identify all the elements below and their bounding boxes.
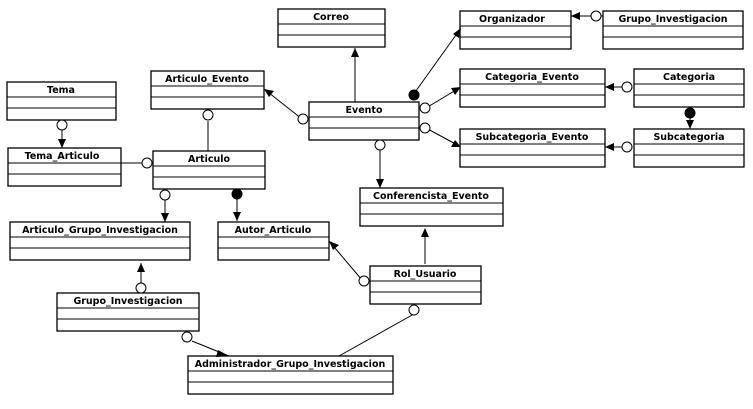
hollow-circle-icon — [181, 331, 193, 343]
entity-label: Tema_Articulo — [25, 151, 100, 162]
entity-correo[interactable]: Correo — [277, 8, 386, 48]
entity-articulo-evento[interactable]: Articulo_Evento — [150, 70, 265, 110]
entity-organizador[interactable]: Organizador — [459, 10, 572, 50]
entity-label: Grupo_Investigacion — [73, 296, 182, 307]
hollow-circle-icon — [408, 304, 420, 316]
entity-label: Organizador — [479, 14, 545, 25]
arrowhead-icon — [376, 179, 384, 188]
arrowhead-icon — [264, 89, 274, 97]
arrowhead-icon — [453, 28, 461, 38]
arrowhead-icon — [216, 350, 229, 357]
entity-label: Autor_Articulo — [235, 225, 312, 236]
entity-subcategoria-evento[interactable]: Subcategoria_Evento — [459, 128, 606, 168]
entity-label: Categoria — [663, 72, 715, 83]
entity-label: Tema — [47, 85, 75, 96]
entity-label: Administrador_Grupo_Investigacion — [195, 359, 386, 370]
arrowhead-icon — [605, 143, 614, 151]
arrowhead-icon — [351, 48, 359, 57]
hollow-circle-icon — [590, 10, 602, 22]
entity-label: Conferencista_Evento — [373, 191, 489, 202]
filled-circle-icon — [684, 107, 696, 119]
entity-administrador-grupo-investigacion[interactable]: Administrador_Grupo_Investigacion — [187, 355, 394, 395]
filled-circle-icon — [231, 188, 243, 200]
entity-label: Categoria_Evento — [485, 72, 579, 83]
entity-label: Grupo_Investigacion — [618, 14, 727, 25]
hollow-circle-icon — [621, 81, 633, 93]
arrowhead-icon — [329, 241, 339, 250]
hollow-circle-icon — [141, 157, 153, 169]
entity-conferencista-evento[interactable]: Conferencista_Evento — [359, 187, 504, 227]
entity-grupo-investigacion-top[interactable]: Grupo_Investigacion — [602, 10, 744, 50]
entity-grupo-investigacion-bottom[interactable]: Grupo_Investigacion — [56, 292, 200, 332]
entity-tema[interactable]: Tema — [6, 81, 117, 121]
hollow-circle-icon — [159, 189, 171, 201]
hollow-circle-icon — [419, 102, 431, 114]
entity-categoria-evento[interactable]: Categoria_Evento — [459, 68, 606, 108]
hollow-circle-icon — [621, 141, 633, 153]
entity-autor-articulo[interactable]: Autor_Articulo — [217, 221, 330, 261]
entity-rol-usuario[interactable]: Rol_Usuario — [369, 265, 482, 305]
arrowhead-icon — [605, 83, 614, 91]
filled-circle-icon — [408, 89, 420, 101]
arrowhead-icon — [451, 87, 461, 95]
entity-label: Correo — [313, 12, 349, 23]
entity-articulo[interactable]: Articulo — [152, 150, 266, 190]
hollow-circle-icon — [374, 139, 386, 151]
entity-articulo-grupo-investigacion[interactable]: Articulo_Grupo_Investigacion — [9, 221, 191, 261]
hollow-circle-icon — [419, 122, 431, 134]
entity-label: Articulo_Grupo_Investigacion — [22, 225, 178, 236]
entity-categoria[interactable]: Categoria — [633, 68, 745, 108]
entity-label: Subcategoria — [653, 132, 724, 143]
hollow-endpoints — [56, 10, 633, 343]
entity-label: Rol_Usuario — [394, 269, 457, 280]
edge-evento-organizador — [412, 27, 462, 96]
arrowhead-icon — [233, 212, 241, 221]
arrowhead-icon — [686, 120, 694, 129]
solid-endpoints — [231, 89, 696, 200]
arrowheads — [58, 12, 694, 357]
hollow-circle-icon — [358, 275, 370, 287]
arrowhead-icon — [421, 228, 429, 237]
hollow-circle-icon — [56, 119, 68, 131]
hollow-circle-icon — [297, 113, 309, 125]
entity-evento[interactable]: Evento — [308, 101, 420, 141]
hollow-circle-icon — [202, 109, 214, 121]
entity-label: Articulo — [188, 154, 230, 165]
arrowhead-icon — [161, 213, 169, 222]
entity-tema-articulo[interactable]: Tema_Articulo — [7, 147, 122, 187]
entity-label: Articulo_Evento — [165, 74, 249, 85]
arrowhead-icon — [571, 12, 580, 20]
entity-label: Subcategoria_Evento — [476, 132, 589, 143]
entity-label: Evento — [346, 105, 383, 116]
arrowhead-icon — [58, 139, 66, 148]
arrowhead-icon — [451, 140, 461, 147]
entity-subcategoria[interactable]: Subcategoria — [633, 128, 745, 168]
edge-rol-admin — [338, 313, 415, 357]
arrowhead-icon — [137, 263, 145, 272]
hollow-circle-icon — [135, 282, 147, 294]
